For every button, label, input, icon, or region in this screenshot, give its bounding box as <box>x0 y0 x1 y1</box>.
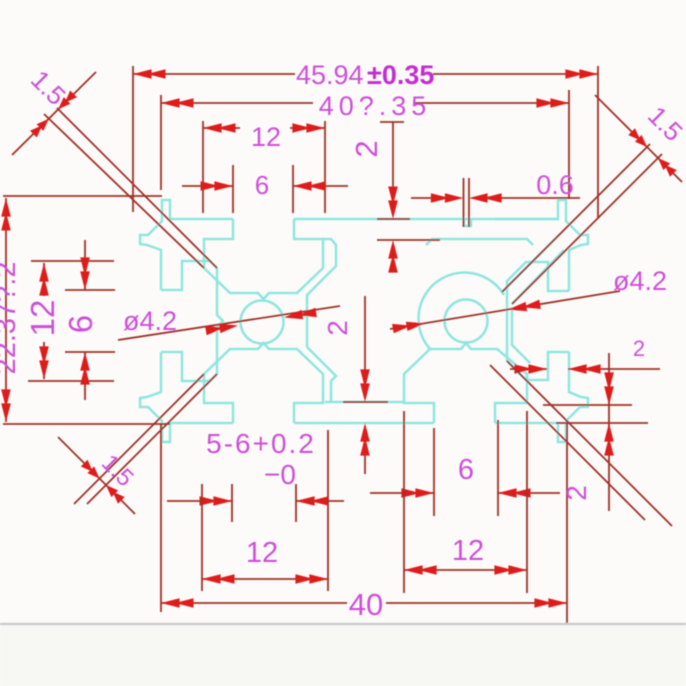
svg-text:45.94: 45.94 <box>296 60 364 90</box>
svg-text:2: 2 <box>633 336 645 361</box>
svg-text:12: 12 <box>452 535 484 567</box>
svg-text:40?.35: 40?.35 <box>319 91 432 121</box>
svg-text:ø4.2: ø4.2 <box>613 266 667 296</box>
svg-text:22.37?.2: 22.37?.2 <box>0 262 22 375</box>
svg-text:±0.35: ±0.35 <box>367 60 434 90</box>
svg-text:12: 12 <box>24 300 61 337</box>
svg-text:6: 6 <box>62 315 99 333</box>
svg-text:2: 2 <box>561 485 592 501</box>
svg-text:12: 12 <box>251 122 281 152</box>
svg-text:−0: −0 <box>264 459 296 490</box>
svg-text:5-6+0.2: 5-6+0.2 <box>206 428 316 459</box>
svg-text:40: 40 <box>349 587 383 622</box>
svg-text:6: 6 <box>255 170 269 200</box>
svg-text:6: 6 <box>458 454 474 486</box>
svg-text:ø4.2: ø4.2 <box>123 306 177 336</box>
svg-text:2: 2 <box>322 320 353 336</box>
svg-text:12: 12 <box>246 537 278 569</box>
svg-text:2: 2 <box>349 140 384 157</box>
svg-text:0.6: 0.6 <box>536 170 574 200</box>
